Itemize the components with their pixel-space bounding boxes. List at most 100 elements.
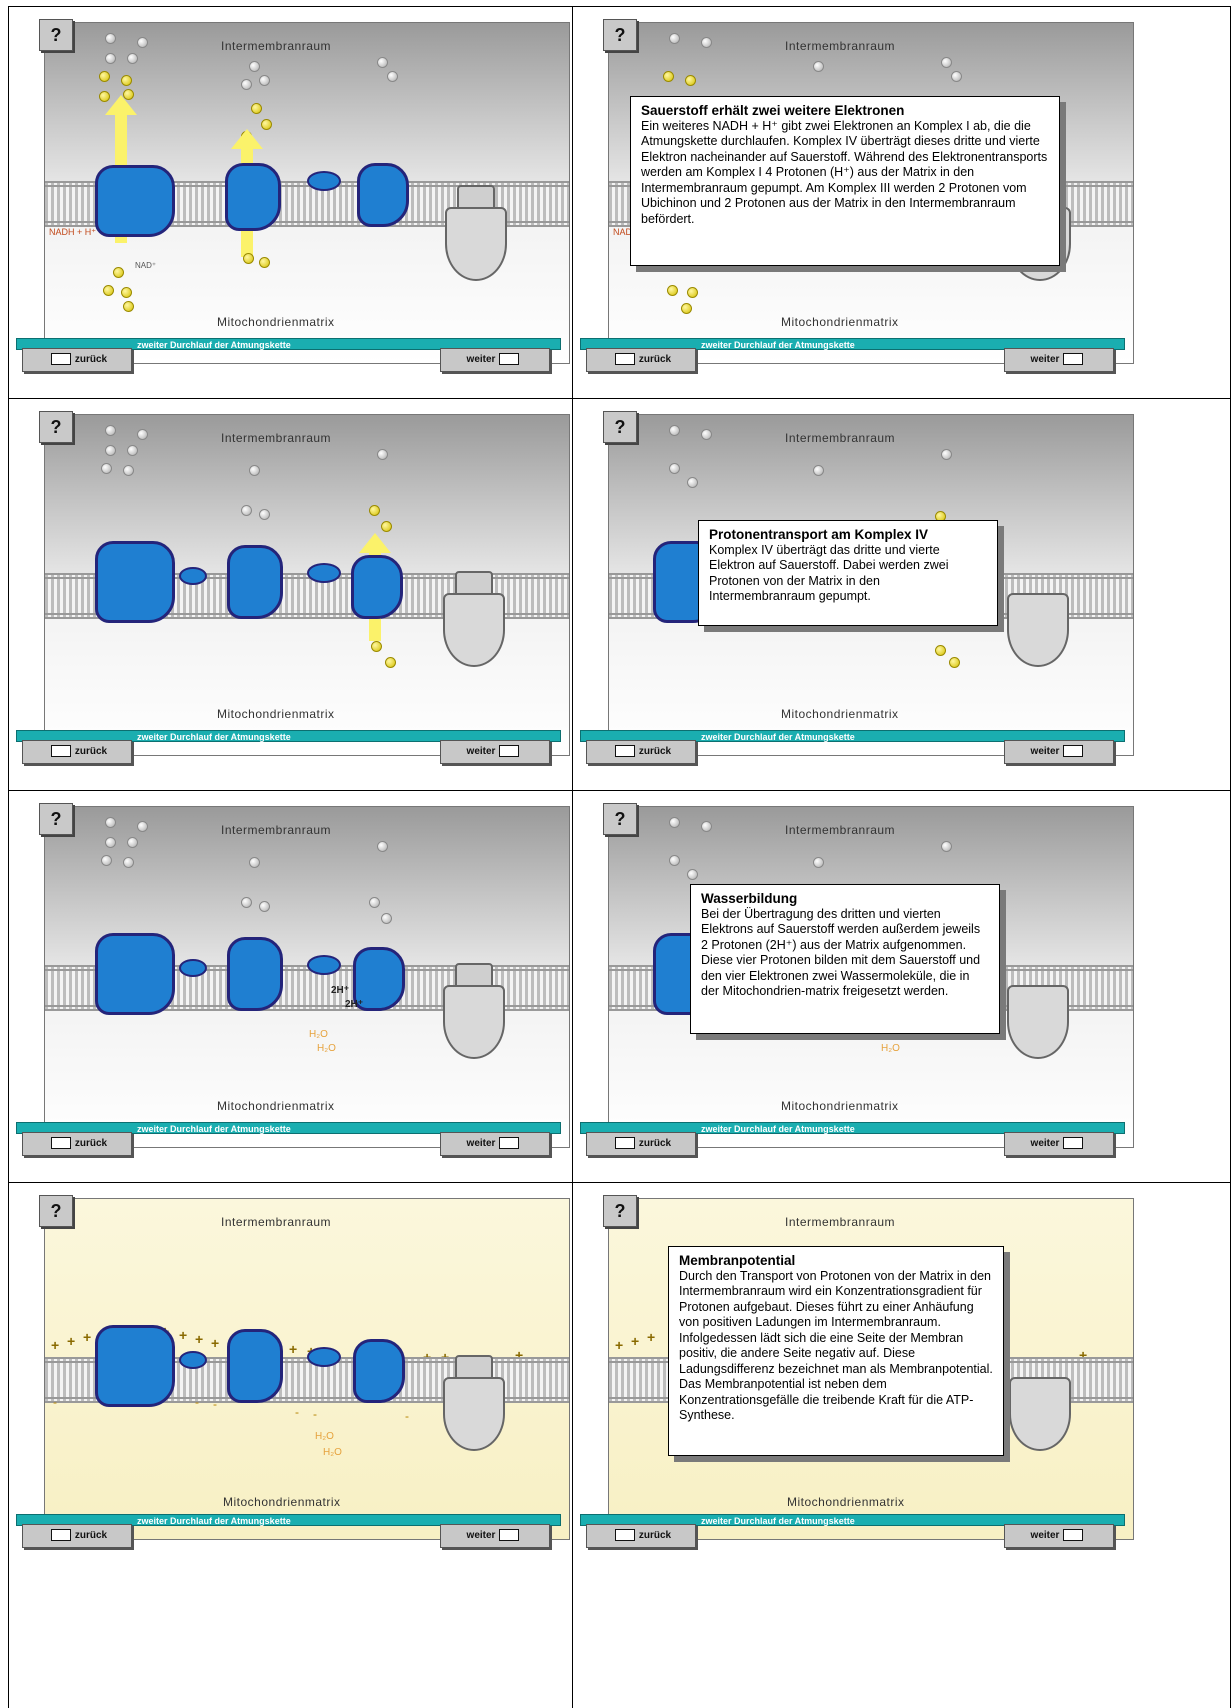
- intermembrane-label: Intermembranraum: [785, 39, 896, 53]
- proton: [113, 267, 124, 278]
- matrix-label: Mitochondrienmatrix: [217, 1099, 335, 1113]
- atp-synthase: [1007, 985, 1069, 1059]
- arrow-left-icon: [50, 1529, 71, 1542]
- back-button[interactable]: zurück: [586, 1132, 696, 1156]
- cytochrome-c: [307, 1347, 341, 1367]
- next-button[interactable]: weiter: [440, 740, 550, 764]
- back-label: zurück: [74, 1530, 108, 1541]
- plus-charge: +: [515, 1347, 524, 1363]
- grid-line-row3: [8, 1182, 1231, 1183]
- help-button[interactable]: ?: [39, 411, 73, 443]
- proton: [701, 37, 712, 48]
- help-button[interactable]: ?: [603, 803, 637, 835]
- proton: [99, 71, 110, 82]
- proton: [685, 75, 696, 86]
- arrow-right-icon: [499, 745, 520, 758]
- back-button[interactable]: zurück: [586, 348, 696, 372]
- atp-synthase: [445, 207, 507, 281]
- next-button[interactable]: weiter: [1004, 740, 1114, 764]
- help-button[interactable]: ?: [39, 19, 73, 51]
- nad-label: NAD⁺: [135, 261, 157, 270]
- intermembrane-label: Intermembranraum: [221, 431, 332, 445]
- plus-charge: +: [83, 1329, 92, 1345]
- complex-i: [95, 541, 175, 623]
- info-title: Membranpotential: [679, 1253, 796, 1268]
- info-box: Protonentransport am Komplex IV Komplex …: [698, 520, 998, 626]
- minus-charge: -: [295, 1405, 299, 1419]
- arrow-left-icon: [614, 353, 635, 366]
- back-button[interactable]: zurück: [22, 1132, 132, 1156]
- atp-synthase: [1007, 593, 1069, 667]
- proton: [667, 285, 678, 296]
- back-button[interactable]: zurück: [586, 740, 696, 764]
- next-button[interactable]: weiter: [440, 1524, 550, 1548]
- next-label: weiter: [466, 746, 496, 757]
- cytochrome-c: [307, 955, 341, 975]
- plus-charge: +: [647, 1329, 656, 1345]
- back-label: zurück: [638, 746, 672, 757]
- atp-synthase: [443, 985, 505, 1059]
- slide-panel-5: Intermembranraum 2H⁺ 2H⁺ H₂O H₂O Mitocho…: [8, 792, 608, 1192]
- back-button[interactable]: zurück: [586, 1524, 696, 1548]
- proton: [127, 445, 138, 456]
- grid-line-row2: [8, 790, 1231, 791]
- help-button[interactable]: ?: [603, 1195, 637, 1227]
- proton: [251, 103, 262, 114]
- next-button[interactable]: weiter: [440, 348, 550, 372]
- proton: [669, 463, 680, 474]
- help-button[interactable]: ?: [603, 19, 637, 51]
- next-button[interactable]: weiter: [1004, 348, 1114, 372]
- proton: [137, 37, 148, 48]
- proton: [241, 79, 252, 90]
- complex-iv: [357, 163, 409, 227]
- proton: [941, 57, 952, 68]
- proton: [105, 33, 116, 44]
- proton: [669, 855, 680, 866]
- back-label: zurück: [74, 746, 108, 757]
- proton: [663, 71, 674, 82]
- arrow-left-icon: [614, 1529, 635, 1542]
- atp-synthase: [443, 1377, 505, 1451]
- next-button[interactable]: weiter: [440, 1132, 550, 1156]
- proton: [687, 869, 698, 880]
- back-button[interactable]: zurück: [22, 1524, 132, 1548]
- proton: [121, 75, 132, 86]
- back-button[interactable]: zurück: [22, 348, 132, 372]
- proton: [369, 505, 380, 516]
- arrow-right-icon: [1063, 353, 1084, 366]
- atp-synthase: [443, 593, 505, 667]
- slide-panel-3: Intermembranraum Mitochondrienmatrix ? z…: [8, 400, 608, 800]
- arrow-left-icon: [614, 1137, 635, 1150]
- complex-iii: [227, 937, 283, 1011]
- help-button[interactable]: ?: [39, 1195, 73, 1227]
- info-box: Sauerstoff erhält zwei weitere Elektrone…: [630, 96, 1060, 266]
- atp-synthase-stalk: [455, 571, 493, 597]
- next-label: weiter: [1030, 1530, 1060, 1541]
- proton: [105, 53, 116, 64]
- ubiquinone: [179, 959, 207, 977]
- complex-iv: [353, 1339, 405, 1403]
- grid-line-left: [8, 6, 9, 1708]
- complex-i: [95, 165, 175, 237]
- proton: [259, 509, 270, 520]
- proton: [949, 657, 960, 668]
- proton: [669, 817, 680, 828]
- info-title: Sauerstoff erhält zwei weitere Elektrone…: [641, 103, 905, 118]
- proton: [681, 303, 692, 314]
- arrow-right-icon: [1063, 1137, 1084, 1150]
- next-button[interactable]: weiter: [1004, 1132, 1114, 1156]
- slide-panel-2: Intermembranraum NAD Mitochondrienmatrix…: [572, 8, 1172, 408]
- matrix-label: Mitochondrienmatrix: [217, 707, 335, 721]
- next-button[interactable]: weiter: [1004, 1524, 1114, 1548]
- help-button[interactable]: ?: [39, 803, 73, 835]
- help-button[interactable]: ?: [603, 411, 637, 443]
- matrix-label: Mitochondrienmatrix: [217, 315, 335, 329]
- back-label: zurück: [638, 354, 672, 365]
- matrix-label: Mitochondrienmatrix: [781, 315, 899, 329]
- back-button[interactable]: zurück: [22, 740, 132, 764]
- complex-iii: [225, 163, 281, 231]
- back-label: zurück: [74, 1138, 108, 1149]
- proton: [701, 821, 712, 832]
- proton: [813, 465, 824, 476]
- animation-stage: Intermembranraum NADH + H⁺ NAD⁺ M: [44, 22, 570, 364]
